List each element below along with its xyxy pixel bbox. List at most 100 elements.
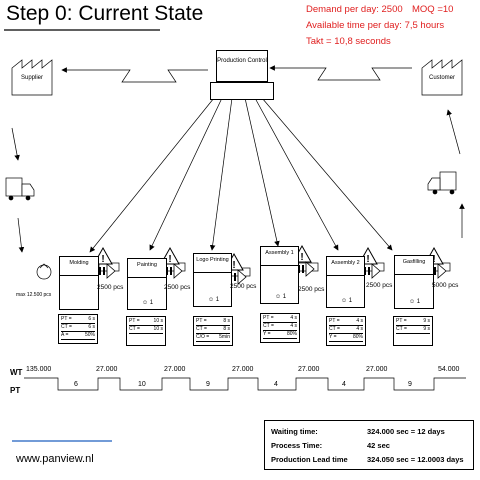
- process-data-row: CT = 4 s: [329, 326, 363, 334]
- waiting-time-value: 27.000: [366, 366, 388, 373]
- inventory-cycle-icon: [36, 264, 52, 280]
- process-data-row: CT =6 s: [61, 324, 95, 332]
- waiting-time-value: 54.000: [438, 366, 460, 373]
- push-arrow-stripe: [298, 265, 300, 273]
- push-arrow-stripe: [434, 267, 436, 275]
- production-control-base: [210, 82, 274, 100]
- process-data-value: 4 s: [356, 326, 363, 332]
- process-data-value: 5min: [219, 334, 230, 340]
- pt-label: PT: [10, 386, 21, 395]
- process-divider: [261, 265, 298, 266]
- inventory-warning-mark: !: [232, 260, 235, 271]
- process-time-value: 10: [138, 381, 146, 388]
- process-time-value: 4: [274, 381, 278, 388]
- waiting-time-label: Waiting time:: [271, 427, 318, 436]
- production-control-box: Production Control: [216, 50, 268, 82]
- process-data-row: PT =9 s: [396, 318, 430, 326]
- process-data-value: 80%: [352, 334, 363, 340]
- inventory-warning-mark: !: [432, 254, 435, 265]
- inventory-warning-mark: !: [366, 254, 369, 265]
- operator-icon: ☺ 1: [275, 294, 287, 300]
- process-data-row: CT = 4 s: [263, 323, 297, 331]
- process-data-row: PT =8 s: [196, 318, 230, 326]
- waiting-time-value: 27.000: [96, 366, 118, 373]
- process-data-row: A = 50%: [61, 332, 95, 340]
- process-data-key: PT =: [61, 316, 72, 322]
- operator-icon: ☺ 1: [409, 299, 421, 305]
- process-data-key: CT =: [263, 323, 274, 329]
- operator-icon: ☺ 1: [142, 300, 154, 306]
- push-arrow-head: [106, 263, 116, 279]
- demand-per-day: Demand per day: 2500: [306, 4, 403, 15]
- process-data-row: Y = 80%: [329, 334, 363, 342]
- process-data-value: 4 s: [290, 323, 297, 329]
- inventory-warning-mark: !: [300, 252, 303, 263]
- process-data-value: 10 s: [153, 318, 163, 324]
- process-data-key: PT =: [396, 318, 407, 324]
- production-control-label: Production Control: [217, 58, 267, 64]
- process-time-value: 9: [408, 381, 412, 388]
- process-name: Assembly 2: [331, 260, 360, 266]
- process-data-key: A =: [61, 332, 69, 338]
- process-box: Assembly 1 ☺ 1: [260, 246, 299, 304]
- process-data-row: CT =8 s: [196, 326, 230, 334]
- truck-to-inventory-arrow: [17, 217, 25, 253]
- process-data-value: 4 s: [356, 318, 363, 324]
- process-data-key: Y =: [329, 334, 337, 340]
- customer-truck-icon: [439, 171, 457, 191]
- process-time-value: 9: [206, 381, 210, 388]
- waiting-time-value: 27.000: [164, 366, 186, 373]
- supplier-truck-icon: [5, 177, 23, 197]
- supplier-factory-icon: [11, 59, 53, 96]
- process-name: Painting: [137, 262, 157, 268]
- customer-factory-icon: [421, 59, 463, 96]
- process-data-key: CT =: [329, 326, 340, 332]
- waiting-time-value: 135.000: [26, 366, 52, 373]
- push-arrow-head: [305, 261, 315, 277]
- inventory-count: 2500 pcs: [97, 284, 124, 291]
- waiting-time-value: 27.000: [298, 366, 320, 373]
- process-data-value: 50%: [84, 332, 95, 338]
- truck-to-customer-arrow: [446, 109, 461, 155]
- process-box: Painting ☺ 1: [127, 258, 167, 310]
- process-divider: [128, 277, 166, 278]
- process-box: Assembly 2☺ 1: [326, 256, 365, 308]
- process-data-key: PT =: [329, 318, 340, 324]
- push-arrow-head: [371, 263, 381, 279]
- process-data-value: 4 s: [290, 315, 297, 321]
- website-link[interactable]: www.panview.nl: [16, 453, 94, 465]
- push-arrow-stripe: [166, 267, 168, 275]
- inventory-warning-mark: !: [101, 254, 104, 265]
- process-name: Molding: [69, 260, 89, 266]
- process-divider: [194, 272, 231, 273]
- push-arrow-stripe: [170, 267, 172, 275]
- supplier-label: Supplier: [20, 75, 43, 81]
- start-inventory-label: max 12.500 pcs: [16, 292, 52, 298]
- available-time: Available time per day: 7,5 hours: [306, 20, 445, 31]
- takt-time: Takt = 10,8 seconds: [306, 36, 391, 47]
- waiting-time-value: 27.000: [232, 366, 254, 373]
- process-divider: [395, 274, 433, 275]
- info-flow-to-supplier: [61, 67, 208, 83]
- process-data-value: 80%: [286, 331, 297, 337]
- inventory-count: 5000 pcs: [432, 282, 459, 289]
- process-data-row: PT =4 s: [263, 315, 297, 323]
- process-data-value: 8 s: [223, 326, 230, 332]
- process-data-key: CT =: [396, 326, 407, 332]
- process-data-row: Y = 80%: [263, 331, 297, 339]
- process-name: Gasfilling: [402, 259, 426, 265]
- process-data-row: PT =10 s: [129, 318, 163, 326]
- process-name: Assembly 1: [265, 250, 294, 256]
- process-data-key: Y =: [263, 331, 271, 337]
- lead-time-value: 324.050 sec = 12.0003 days: [367, 455, 464, 464]
- push-arrow-stripe: [302, 265, 304, 273]
- process-data-row: PT =6 s: [61, 316, 95, 324]
- process-data-box: PT = 4 s CT = 4 s Y = 80%: [326, 316, 366, 346]
- inventory-count: 2500 pcs: [230, 283, 257, 290]
- wt-label: WT: [10, 368, 23, 377]
- inventory-count: 2500 pcs: [298, 286, 325, 293]
- process-data-value: 10 s: [153, 326, 163, 332]
